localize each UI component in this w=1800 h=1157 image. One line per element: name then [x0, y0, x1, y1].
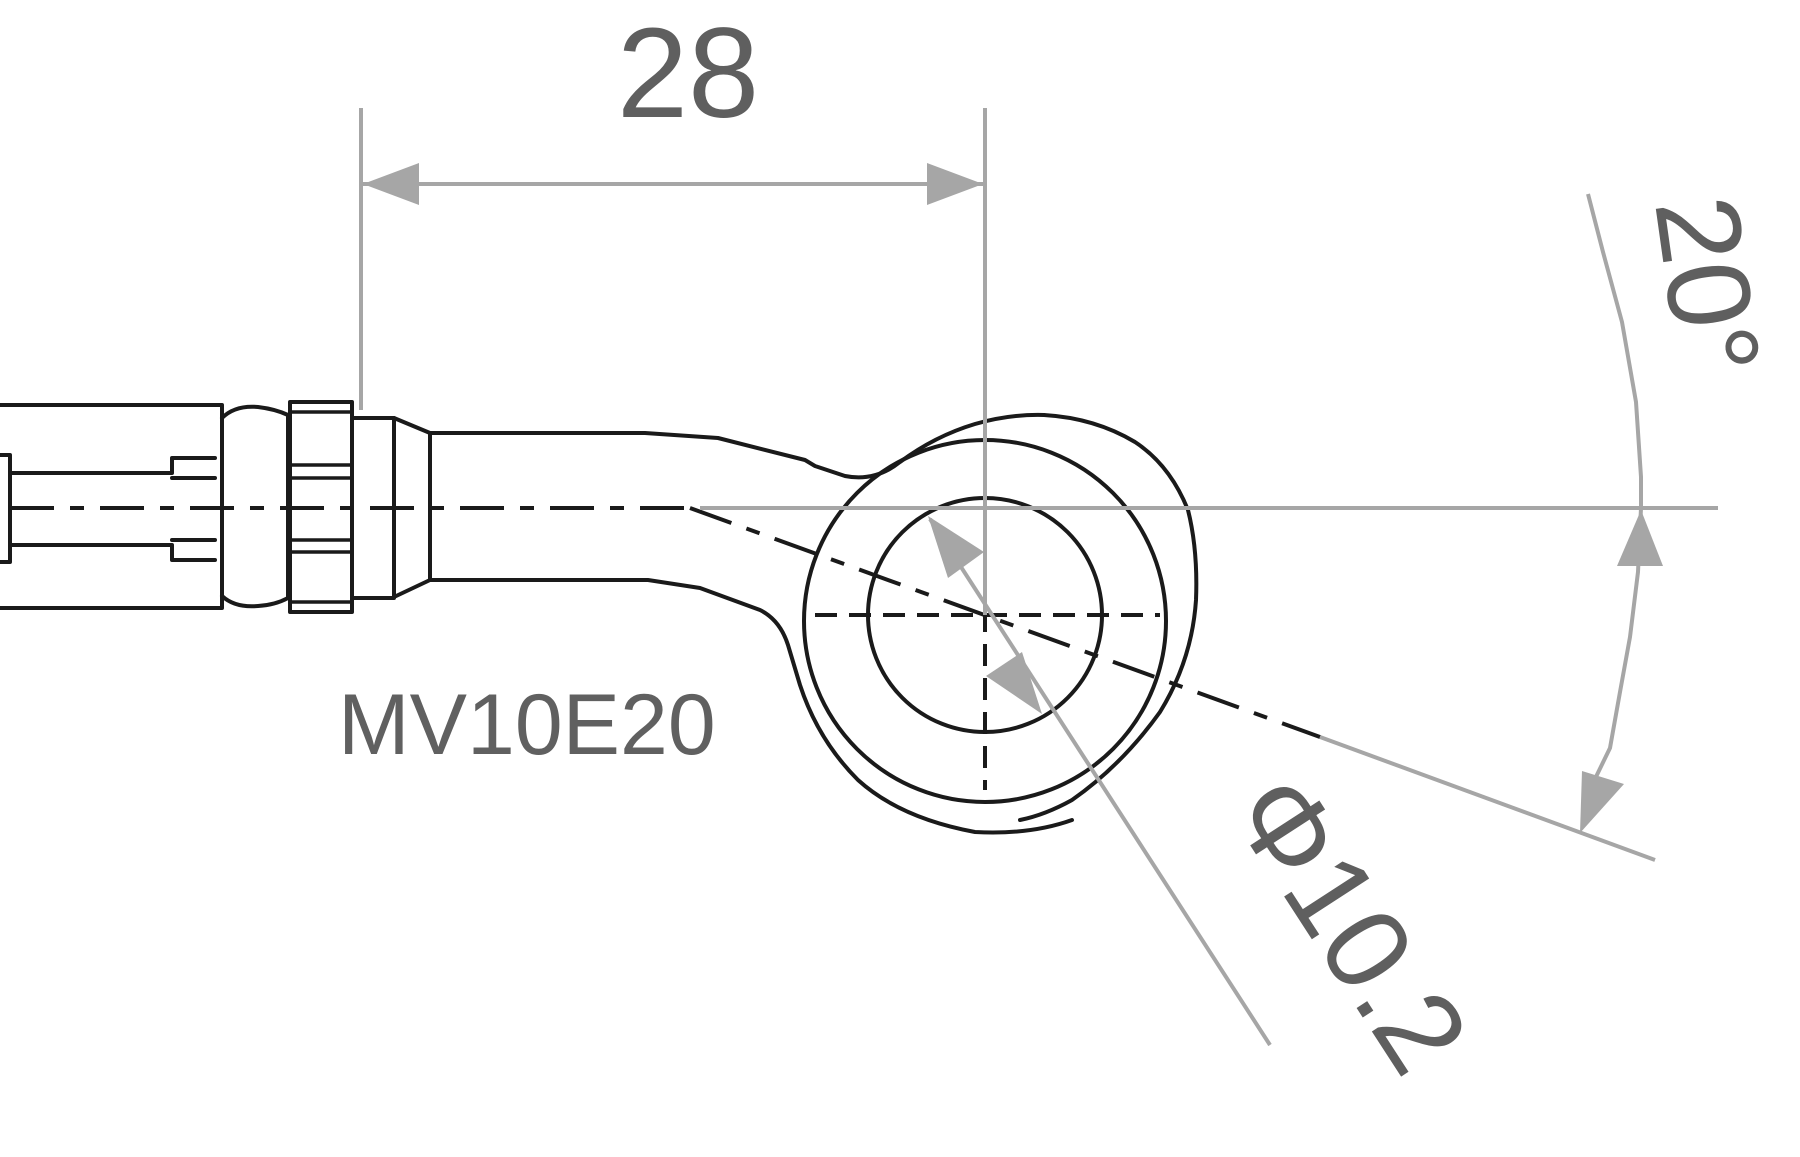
- dimension-angle-label: 20°: [1629, 188, 1785, 383]
- banjo-eye-outer: [1018, 413, 1199, 822]
- arrowhead-right: [927, 163, 983, 205]
- angle-arrowhead-upper: [1617, 510, 1663, 566]
- angle-extension-line: [1319, 735, 1656, 862]
- angle-arrowhead-lower: [1580, 771, 1624, 833]
- dimension-diameter: Φ10.2: [928, 516, 1493, 1096]
- banjo-tube-lower: [428, 578, 1074, 835]
- banjo-tube-upper: [428, 412, 1046, 480]
- banjo-axis-centerline: [689, 506, 1321, 739]
- diameter-arrowhead-lower: [986, 652, 1042, 714]
- hose-inner: [0, 453, 217, 564]
- diameter-leader-line: [928, 517, 1272, 1047]
- dimension-diameter-label: Φ10.2: [1206, 752, 1493, 1095]
- diameter-arrowhead-upper: [928, 516, 984, 578]
- arrowhead-left: [363, 163, 419, 205]
- hex-nut-flats: [290, 410, 352, 604]
- dimension-angle: 20°: [700, 188, 1785, 862]
- angle-arc: [1586, 193, 1643, 784]
- dimension-length-label: 28: [617, 2, 759, 145]
- part-number-label: MV10E20: [338, 677, 716, 773]
- dimension-length: 28: [359, 2, 987, 615]
